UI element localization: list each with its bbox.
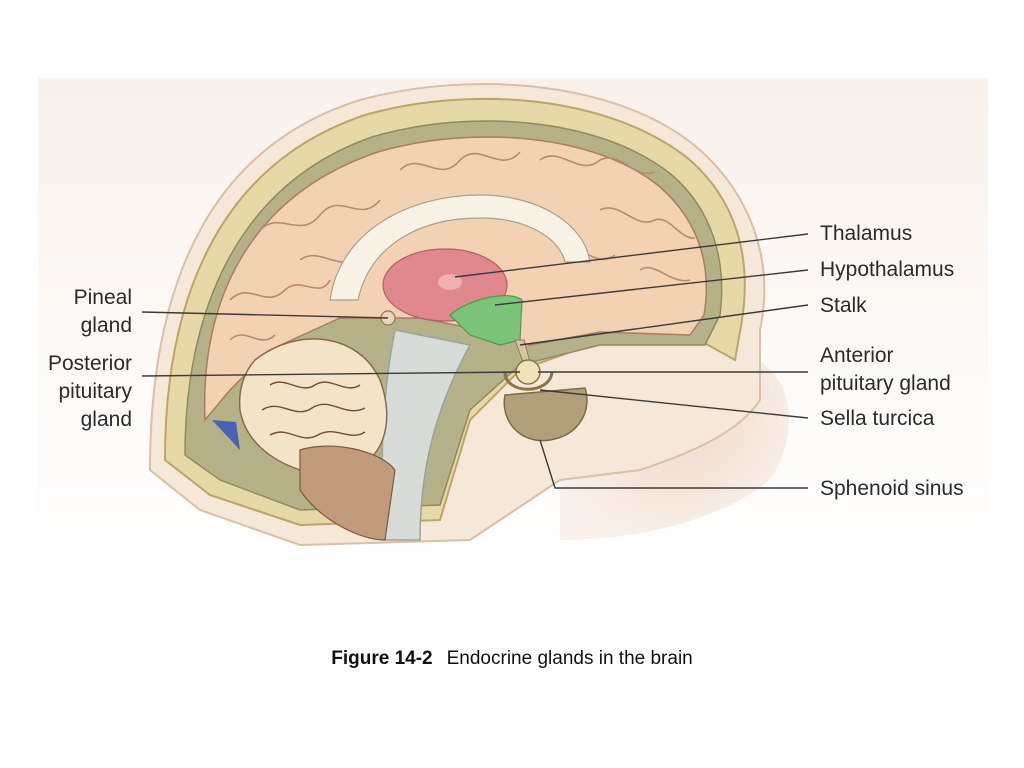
label-stalk: Stalk (820, 294, 867, 317)
corpus-callosum (329, 194, 591, 301)
label-sella-turcica: Sella turcica (820, 407, 935, 430)
sphenoid-sinus (503, 387, 588, 442)
cerebellum-lower (299, 445, 396, 541)
figure-number: Figure 14-2 (331, 648, 433, 669)
caption-text: Endocrine glands in the brain (446, 648, 693, 669)
label-anterior-line1: Anterior (820, 344, 894, 367)
brainstem (381, 329, 472, 541)
label-pineal-line1: Pineal (74, 286, 132, 309)
sella-turcica (503, 371, 554, 391)
label-pineal-line2: gland (81, 314, 132, 337)
hypothalamus (449, 295, 523, 346)
thalamus-highlight (438, 274, 462, 290)
label-hypothalamus: Hypothalamus (820, 258, 954, 281)
label-anterior-line2: pituitary gland (820, 372, 951, 395)
cerebellum-folia (261, 381, 366, 439)
venous-sinus (212, 420, 240, 450)
label-posterior-line3: gland (81, 408, 132, 431)
label-posterior-line2: pituitary (58, 380, 132, 403)
leader-lines (141, 233, 809, 489)
label-sphenoid-sinus: Sphenoid sinus (820, 477, 964, 500)
figure-caption: Figure 14-2 Endocrine glands in the brain (0, 648, 1024, 670)
label-posterior-line1: Posterior (48, 352, 132, 375)
label-thalamus: Thalamus (820, 222, 912, 245)
